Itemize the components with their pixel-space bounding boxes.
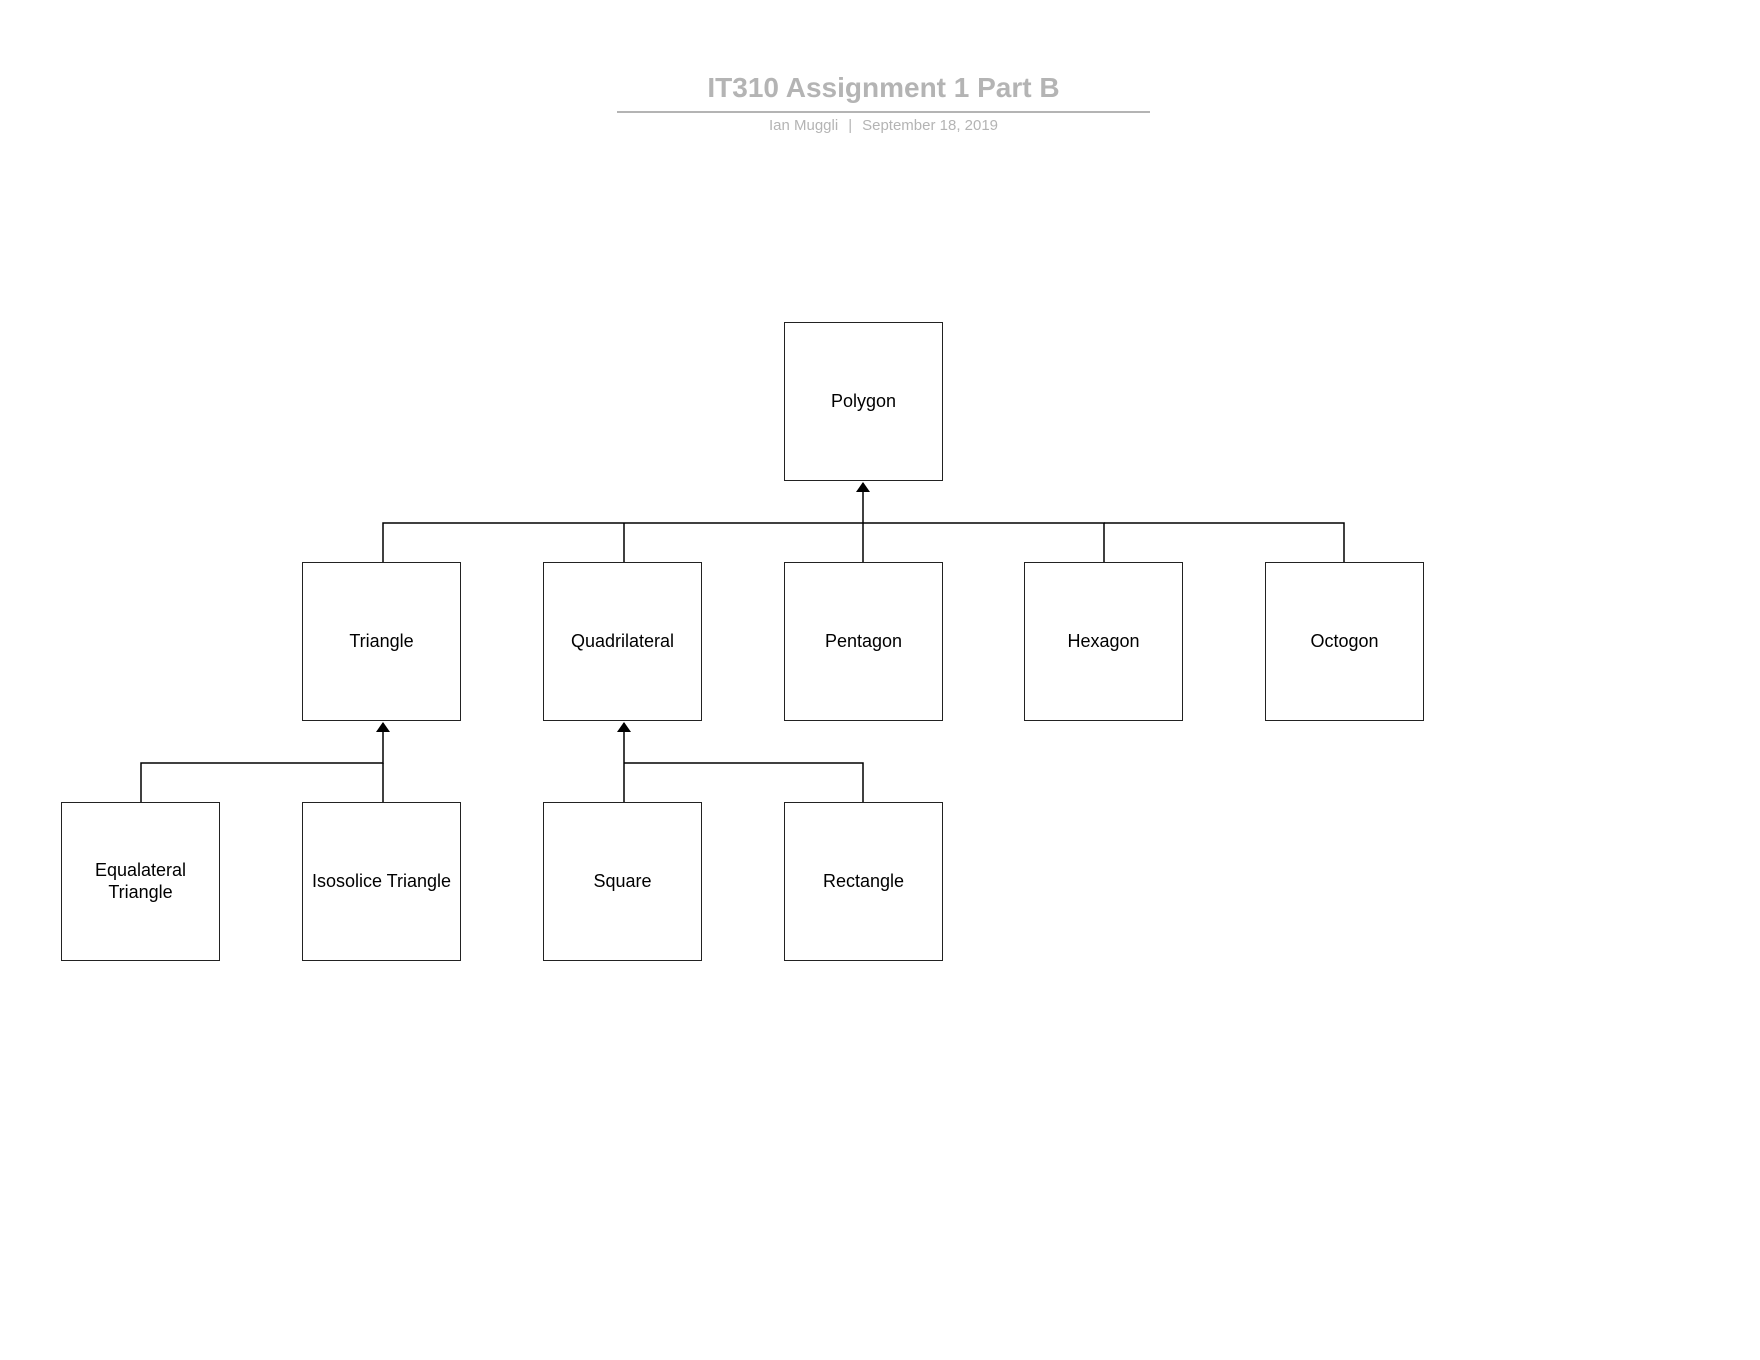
node-octogon[interactable]: Octogon: [1265, 562, 1424, 721]
date-label: September 18, 2019: [862, 117, 999, 134]
node-equalateral-triangle[interactable]: Equalateral Triangle: [61, 802, 220, 961]
title-divider: [617, 111, 1150, 113]
node-pentagon[interactable]: Pentagon: [784, 562, 943, 721]
node-rectangle[interactable]: Rectangle: [784, 802, 943, 961]
edge-triangle-to-polygon: [382, 482, 870, 562]
diagram-subtitle: Ian Muggli | September 18, 2019: [617, 117, 1150, 134]
node-quadrilateral[interactable]: Quadrilateral: [543, 562, 702, 721]
node-triangle[interactable]: Triangle: [302, 562, 461, 721]
edge-rectangle-to-quadrilateral: [624, 762, 864, 802]
author-label: Ian Muggli: [768, 117, 839, 134]
subtitle-separator: |: [848, 117, 853, 134]
node-square[interactable]: Square: [543, 802, 702, 961]
edge-octogon-to-polygon: [1104, 522, 1345, 562]
edge-hexagon-to-polygon: [863, 522, 1105, 562]
diagram-title: IT310 Assignment 1 Part B: [707, 72, 1060, 103]
edge-equalateral-to-triangle: [140, 722, 390, 802]
node-hexagon[interactable]: Hexagon: [1024, 562, 1183, 721]
node-isosolice-triangle[interactable]: Isosolice Triangle: [302, 802, 461, 961]
node-polygon[interactable]: Polygon: [784, 322, 943, 481]
